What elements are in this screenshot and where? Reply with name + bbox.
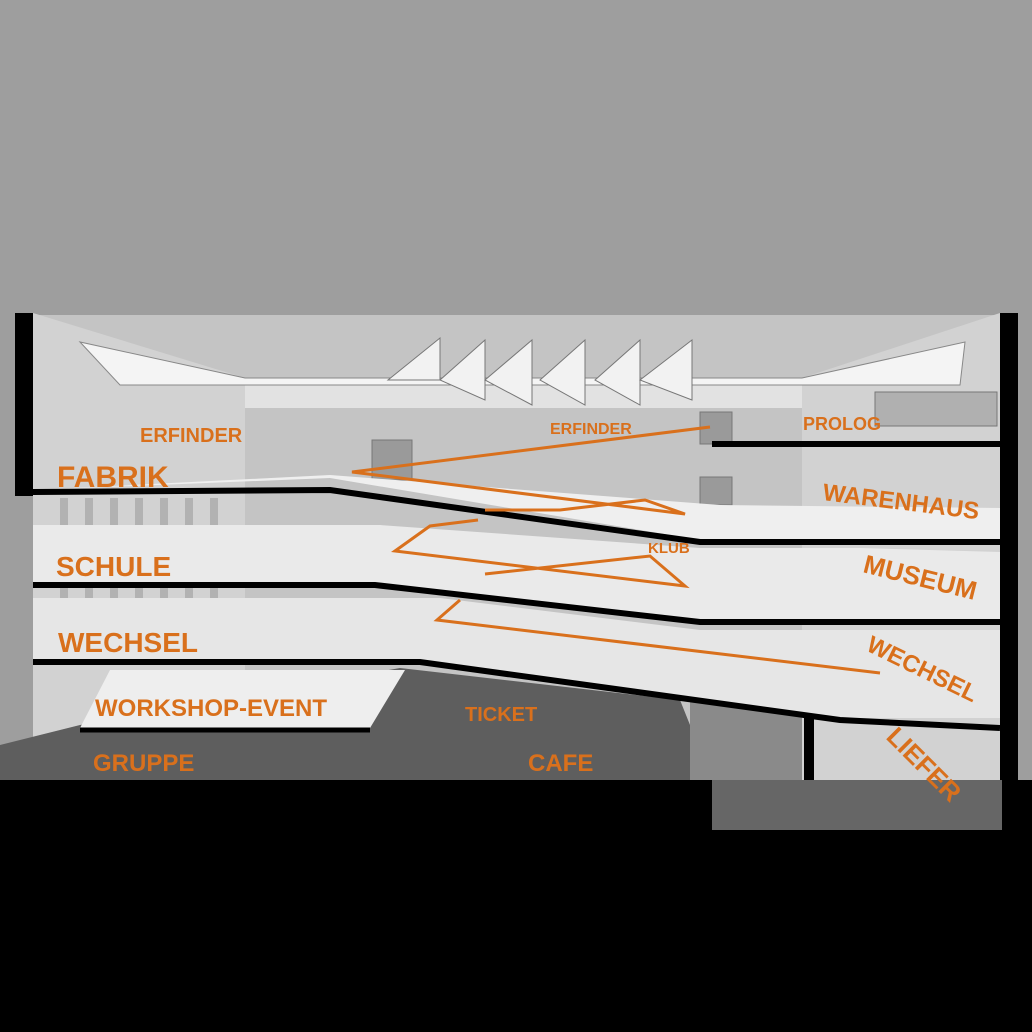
label-schule: SCHULE — [56, 551, 171, 582]
right-wall — [1000, 313, 1018, 780]
ground — [712, 830, 1032, 1032]
label-ticket: TICKET — [465, 704, 537, 726]
circulation-path — [390, 518, 690, 589]
ceiling-beam — [78, 341, 966, 386]
label-gruppe: GRUPPE — [93, 750, 194, 777]
label-fabrik: FABRIK — [57, 461, 169, 494]
circulation-path — [433, 598, 881, 675]
delivery-pit — [712, 780, 1002, 832]
ground — [0, 780, 712, 1032]
door — [699, 476, 733, 506]
label-erfinder-left: ERFINDER — [140, 425, 243, 447]
label-prolog: PROLOG — [803, 414, 881, 434]
left-wall — [15, 313, 33, 496]
retaining-wall — [804, 718, 814, 780]
label-cafe: CAFE — [528, 750, 593, 777]
window — [874, 391, 998, 427]
door — [371, 439, 413, 481]
label-wechsel-left: WECHSEL — [58, 627, 198, 658]
label-klub: KLUB — [648, 540, 690, 557]
label-erfinder-center: ERFINDER — [550, 421, 632, 438]
circulation-path — [351, 425, 711, 516]
ground — [1002, 780, 1032, 832]
floor-slabs — [32, 441, 1001, 733]
label-workshop-event: WORKSHOP-EVENT — [95, 695, 327, 722]
skylight-sawtooth — [386, 336, 693, 406]
